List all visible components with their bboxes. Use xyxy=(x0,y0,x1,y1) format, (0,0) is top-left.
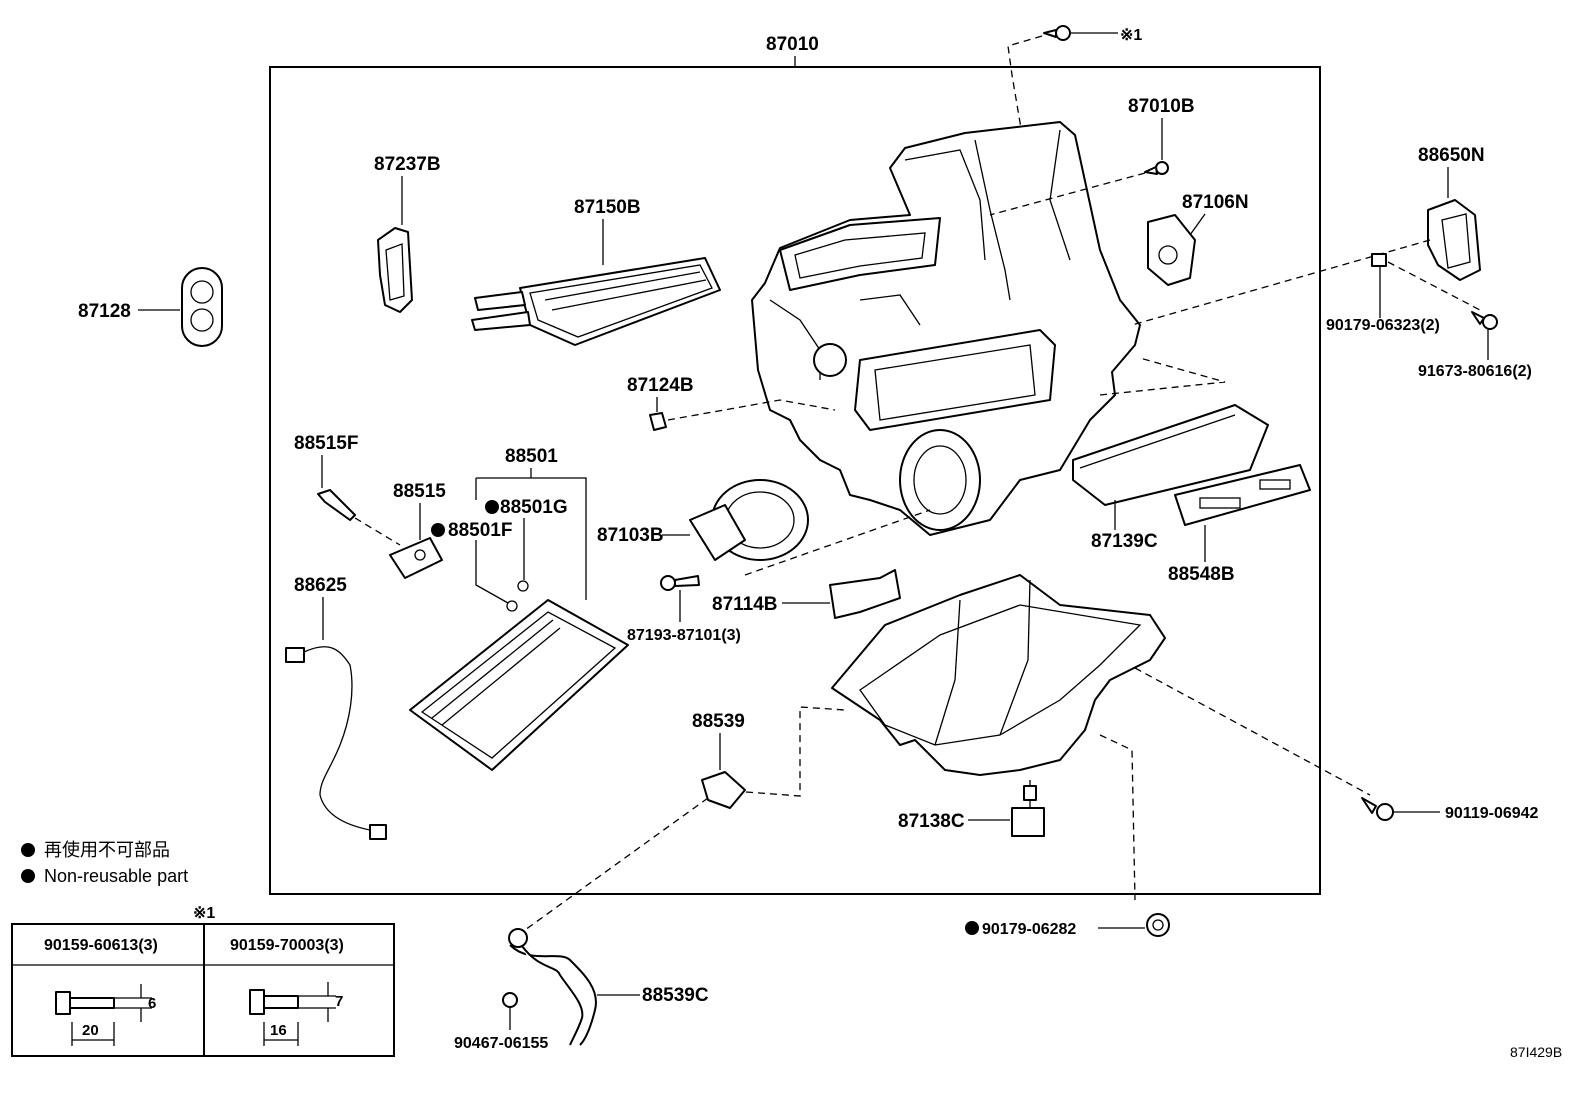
label-87103B: 87103B xyxy=(597,525,664,546)
bracket-87237B-icon xyxy=(377,227,413,313)
label-87010B: 87010B xyxy=(1128,96,1195,117)
label-90119-06942: 90119-06942 xyxy=(1445,805,1539,822)
label-88539: 88539 xyxy=(692,711,745,732)
heater-core-87150B-icon xyxy=(471,257,721,346)
label-87139C: 87139C xyxy=(1091,531,1158,552)
nut-90179-06282-icon xyxy=(1146,913,1170,937)
bolt-part-1: 90159-60613(3) xyxy=(44,937,158,954)
filter-cover-88548B-icon xyxy=(1174,464,1311,526)
hose-88539C-icon xyxy=(508,928,597,1046)
label-88501: 88501 xyxy=(505,446,558,467)
actuator-87106N-icon xyxy=(1147,214,1196,286)
screw-90119-06942-icon xyxy=(1361,797,1394,821)
label-91673-80616: 91673-80616(2) xyxy=(1418,363,1532,380)
expansion-valve-88515-icon xyxy=(389,537,443,579)
label-88625: 88625 xyxy=(294,575,347,596)
label-90467-06155: 90467-06155 xyxy=(454,1035,548,1052)
bolt-1-dia: 6 xyxy=(148,995,156,1012)
legend-en: Non-reusable part xyxy=(44,866,188,886)
label-87128: 87128 xyxy=(78,301,131,322)
label-90179-06282: 90179-06282 xyxy=(982,921,1076,938)
clip-87124B-icon xyxy=(649,412,667,431)
bolt-88515F-icon xyxy=(317,489,356,521)
label-87150B: 87150B xyxy=(574,197,641,218)
label-88539C: 88539C xyxy=(642,985,709,1006)
bolt-1-icon xyxy=(55,984,152,1046)
bolt-part-2: 90159-70003(3) xyxy=(230,937,344,954)
label-87010: 87010 xyxy=(766,34,819,55)
label-87193-87101: 87193-87101(3) xyxy=(627,627,741,644)
label-88501G: 88501G xyxy=(500,497,568,518)
label-87106N: 87106N xyxy=(1182,192,1249,213)
label-87124B: 87124B xyxy=(627,375,694,396)
wire-harness-88625-icon xyxy=(285,646,387,840)
heater-case-lower xyxy=(831,574,1166,776)
clip-90467-06155-icon xyxy=(502,992,518,1008)
evaporator-88501-icon xyxy=(409,599,629,771)
label-87138C: 87138C xyxy=(898,811,965,832)
clip-90179-06323-icon xyxy=(1371,253,1387,267)
screw-top-icon xyxy=(1043,25,1071,41)
label-88548B: 88548B xyxy=(1168,564,1235,585)
label-88515F: 88515F xyxy=(294,433,358,454)
screw-87193-87101-icon xyxy=(660,575,700,591)
screw-91673-80616-icon xyxy=(1471,311,1498,330)
label-87237B: 87237B xyxy=(374,154,441,175)
bolt-1-len: 20 xyxy=(82,1022,99,1039)
bolt-2-len: 16 xyxy=(270,1022,287,1039)
heater-case-upper xyxy=(751,121,1141,536)
label-88515: 88515 xyxy=(393,481,446,502)
drawing-code: 87I429B xyxy=(1510,1044,1562,1060)
label-88501F: 88501F xyxy=(448,520,512,541)
symbol-note-1: ※1 xyxy=(1120,27,1142,44)
sensor-87138C-icon xyxy=(1011,780,1045,837)
bolt-table-marker: ※1 xyxy=(193,905,215,922)
drain-88539-icon xyxy=(701,771,746,809)
bracket-87114B-icon xyxy=(829,569,901,619)
blower-motor-87103B-icon xyxy=(689,479,809,561)
screw-87010B-icon xyxy=(1144,161,1169,175)
grommet-87128-icon xyxy=(181,267,223,347)
label-88650N: 88650N xyxy=(1418,145,1485,166)
bolt-2-icon xyxy=(249,982,336,1046)
label-87114B: 87114B xyxy=(712,594,778,615)
amplifier-88650N-icon xyxy=(1427,199,1481,281)
filter-87139C-icon xyxy=(1072,404,1269,506)
label-90179-06323: 90179-06323(2) xyxy=(1326,317,1440,334)
bolt-2-dia: 7 xyxy=(335,993,343,1010)
legend-jp: 再使用不可部品 xyxy=(44,840,170,860)
